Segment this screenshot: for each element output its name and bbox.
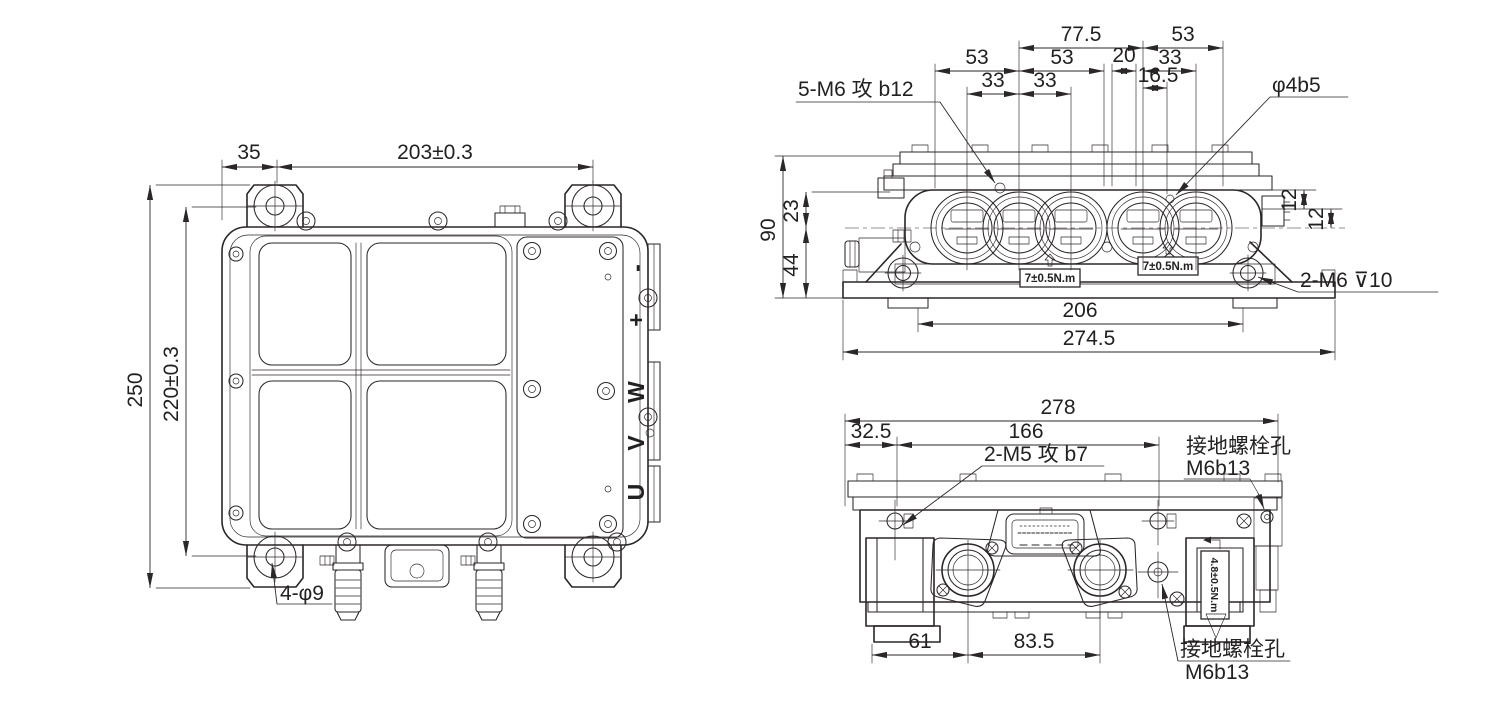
dim-35: 35 bbox=[237, 141, 260, 164]
label-4-phi9: 4-φ9 bbox=[280, 582, 324, 605]
cover-plate bbox=[516, 236, 624, 539]
edge-bosses bbox=[228, 211, 658, 552]
lv-connector bbox=[987, 507, 1101, 557]
dim-53-left: 53 bbox=[965, 46, 988, 69]
front-view: 4.8±0.5N.m 278 32.5 166 61 83.5 2- bbox=[844, 396, 1291, 684]
terminal-v: V bbox=[623, 435, 649, 451]
front-left-bracket bbox=[865, 537, 941, 643]
torque-label: 7±0.5N.m bbox=[1025, 273, 1075, 285]
dim-53-top: 53 bbox=[1171, 23, 1194, 46]
ground-bolt-holes bbox=[1137, 497, 1283, 613]
dim-61: 61 bbox=[908, 630, 931, 653]
terminal-labels: - + W V U bbox=[623, 264, 649, 500]
terminal-w: W bbox=[623, 381, 649, 403]
hv-terminal-ports bbox=[845, 182, 1345, 265]
top-connector bbox=[494, 205, 526, 228]
dim-33-a: 33 bbox=[981, 69, 1004, 92]
front-dimensions: 278 32.5 166 61 83.5 bbox=[844, 396, 1279, 664]
dim-90: 90 bbox=[757, 218, 780, 241]
dim-20: 20 bbox=[1112, 44, 1135, 67]
phi4-hole bbox=[1165, 194, 1175, 204]
dim-44: 44 bbox=[780, 253, 803, 277]
dim-33-b: 33 bbox=[1033, 69, 1056, 92]
label-2m6: 2-M6 ⊽10 bbox=[1300, 269, 1392, 292]
front-body bbox=[847, 473, 1283, 619]
cover-screws bbox=[522, 241, 618, 534]
heatsink-panels bbox=[249, 235, 513, 537]
up-arrow-icon bbox=[1044, 253, 1056, 267]
dim-12-b: 12 bbox=[1305, 207, 1328, 230]
mounting-ears bbox=[246, 180, 622, 588]
funnel-icon bbox=[1205, 613, 1227, 639]
torque-callouts: 7±0.5N.m 7±0.5N.m bbox=[1019, 241, 1199, 288]
bottom-connector bbox=[384, 544, 450, 588]
arrow-head bbox=[1203, 536, 1211, 544]
terminal-u: U bbox=[623, 484, 649, 501]
side-left-dimensions: 90 23 44 bbox=[757, 155, 901, 299]
connector-pins bbox=[1017, 525, 1073, 546]
dim-203: 203±0.3 bbox=[397, 141, 473, 164]
torque-label: 7±0.5N.m bbox=[1143, 261, 1193, 273]
dim-32-5: 32.5 bbox=[851, 420, 892, 443]
label-ground-bottom-2: M6b13 bbox=[1185, 661, 1249, 684]
label-phi4b5: φ4b5 bbox=[1272, 74, 1321, 97]
housing-outline bbox=[221, 226, 649, 546]
phillips-screws bbox=[1169, 513, 1252, 607]
plan-view: - + W V U bbox=[124, 141, 661, 621]
top-screws bbox=[911, 144, 1229, 153]
terminal-minus: - bbox=[623, 264, 649, 272]
side-top-dimensions: 77.5 53 53 53 20 33 33 33 16.5 bbox=[934, 23, 1224, 271]
dim-274-5: 274.5 bbox=[1063, 327, 1116, 350]
dim-278: 278 bbox=[1040, 396, 1075, 419]
side-bottom-dimensions: 206 274.5 bbox=[842, 299, 1336, 361]
label-ground-top-2: M6b13 bbox=[1186, 457, 1250, 480]
terminal-strips bbox=[647, 243, 661, 523]
dim-77-5: 77.5 bbox=[1061, 23, 1102, 46]
mounting-bracket bbox=[842, 241, 1336, 309]
coolant-fittings bbox=[319, 544, 505, 621]
dim-206: 206 bbox=[1062, 299, 1097, 322]
torque-label-vertical: 4.8±0.5N.m bbox=[1208, 558, 1220, 613]
front-right-bracket: 4.8±0.5N.m bbox=[1183, 536, 1255, 643]
front-callouts: 2-M5 攻 b7 接地螺栓孔 M6b13 接地螺栓孔 M6b13 bbox=[902, 435, 1291, 684]
label-ground-bottom-1: 接地螺栓孔 bbox=[1180, 638, 1285, 661]
label-2m5: 2-M5 攻 b7 bbox=[984, 443, 1088, 466]
plan-dimensions: 35 203±0.3 250 220±0.3 4-φ9 bbox=[124, 141, 594, 605]
terminal-plus: + bbox=[623, 313, 649, 326]
side-body bbox=[883, 144, 1291, 285]
side-left-fittings bbox=[844, 169, 912, 273]
dim-12-a: 12 bbox=[1278, 188, 1301, 211]
m6-tapped-hole bbox=[994, 182, 1006, 194]
dim-53-mid: 53 bbox=[1050, 46, 1073, 69]
dim-33-right: 33 bbox=[1158, 46, 1181, 69]
label-ground-top-1: 接地螺栓孔 bbox=[1186, 435, 1291, 458]
dim-23: 23 bbox=[780, 199, 803, 222]
coolant-port-front bbox=[930, 537, 1007, 607]
label-5m6: 5-M6 攻 b12 bbox=[798, 78, 914, 101]
m5-tapped-holes bbox=[878, 499, 1177, 561]
dim-166: 166 bbox=[1008, 420, 1043, 443]
dim-83-5: 83.5 bbox=[1014, 630, 1055, 653]
dim-250: 250 bbox=[124, 372, 147, 407]
side-right-dimensions: 12 12 bbox=[1261, 188, 1343, 231]
side-view: 7±0.5N.m 7±0.5N.m 77.5 53 5 bbox=[757, 23, 1439, 361]
dim-16-5: 16.5 bbox=[1138, 64, 1179, 87]
dim-220: 220±0.3 bbox=[160, 346, 183, 422]
up-arrow-icon bbox=[1162, 241, 1174, 255]
side-callouts: 5-M6 攻 b12 φ4b5 2-M6 ⊽10 bbox=[795, 74, 1439, 293]
bent-arrow-icon bbox=[1209, 539, 1221, 550]
